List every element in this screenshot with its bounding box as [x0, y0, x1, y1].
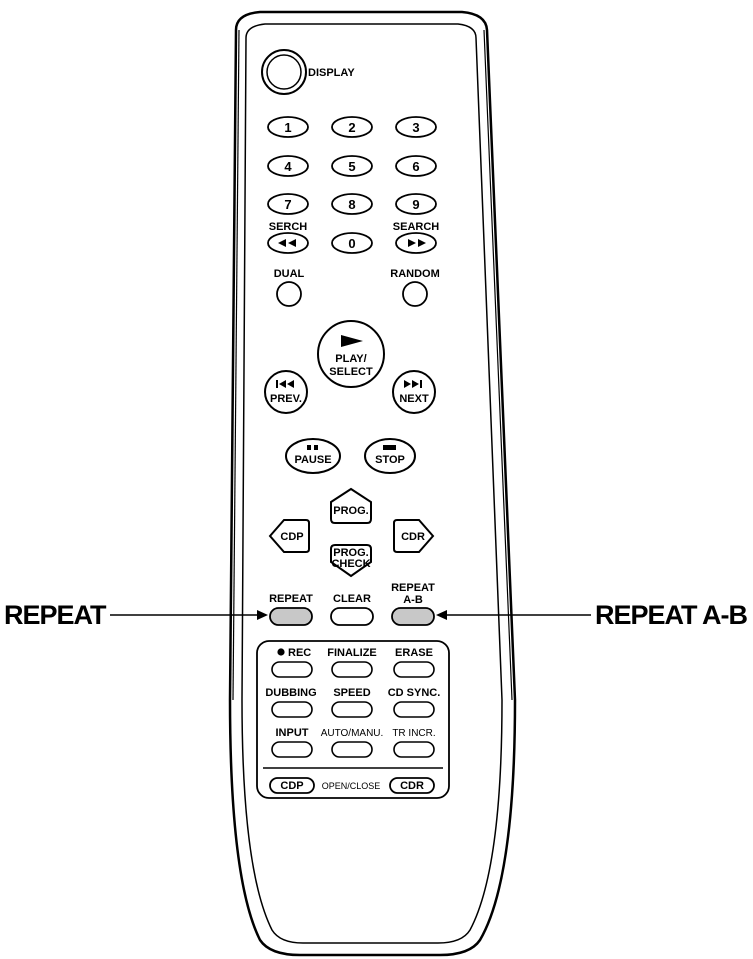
number-label-4: 4 — [284, 159, 292, 174]
cdp-button[interactable] — [268, 519, 310, 553]
prog-label: PROG. — [333, 505, 368, 517]
rec-button[interactable] — [271, 661, 313, 678]
cd-sync-label: CD SYNC. — [388, 687, 441, 699]
dubbing-label: DUBBING — [265, 687, 316, 699]
repeat-ab-button[interactable] — [391, 607, 435, 626]
tr-incr-button[interactable] — [393, 741, 435, 758]
speed-button[interactable] — [331, 701, 373, 718]
input-button[interactable] — [271, 741, 313, 758]
number-label-7: 7 — [284, 197, 291, 212]
play-select-button[interactable] — [317, 320, 385, 388]
number-button-6[interactable] — [395, 155, 437, 177]
number-button-2[interactable] — [331, 116, 373, 138]
prog-check-label-line1: PROG. — [333, 547, 368, 559]
pause-icon — [307, 445, 318, 450]
rewind-icon — [278, 239, 296, 247]
play-label-line2: SELECT — [329, 366, 373, 378]
pause-button[interactable] — [285, 438, 341, 474]
repeat-label: REPEAT — [269, 593, 313, 605]
clear-label: CLEAR — [333, 593, 371, 605]
display-label: DISPLAY — [308, 67, 355, 79]
skip-back-icon — [276, 380, 294, 388]
number-label-1: 1 — [284, 120, 291, 135]
number-pad: 1 2 3 4 5 6 7 8 9 0 — [267, 116, 437, 254]
prog-check-label-line2: CHECK — [331, 558, 370, 570]
search-forward-button[interactable] — [395, 232, 437, 254]
repeat-ab-callout: REPEAT A-B — [595, 600, 748, 630]
prog-check-button[interactable] — [330, 544, 372, 578]
prev-label: PREV. — [270, 393, 302, 405]
dubbing-button[interactable] — [271, 701, 313, 718]
search-back-button[interactable] — [267, 232, 309, 254]
skip-forward-icon — [404, 380, 422, 388]
record-dot-icon — [277, 648, 285, 656]
play-icon — [341, 335, 363, 347]
tr-incr-label: TR INCR. — [392, 728, 435, 739]
speed-label: SPEED — [333, 687, 370, 699]
fast-forward-icon — [408, 239, 426, 247]
prog-button[interactable] — [330, 487, 372, 524]
number-label-0: 0 — [348, 236, 355, 251]
number-button-5[interactable] — [331, 155, 373, 177]
repeat-ab-label-line2: A-B — [403, 594, 423, 606]
next-button[interactable] — [392, 370, 436, 414]
dual-button[interactable] — [276, 281, 302, 307]
number-label-8: 8 — [348, 197, 355, 212]
number-button-7[interactable] — [267, 193, 309, 215]
pause-label: PAUSE — [294, 454, 331, 466]
number-label-3: 3 — [412, 120, 419, 135]
finalize-button[interactable] — [331, 661, 373, 678]
prev-button[interactable] — [264, 370, 308, 414]
input-label: INPUT — [276, 727, 309, 739]
number-button-3[interactable] — [395, 116, 437, 138]
repeat-ab-label-line1: REPEAT — [391, 582, 435, 594]
number-label-5: 5 — [348, 159, 355, 174]
rec-label: REC — [288, 647, 311, 659]
cdr-label: CDR — [401, 531, 425, 543]
stop-button[interactable] — [364, 438, 416, 474]
number-label-9: 9 — [412, 197, 419, 212]
number-button-9[interactable] — [395, 193, 437, 215]
dual-label: DUAL — [274, 268, 305, 280]
open-close-label: OPEN/CLOSE — [322, 781, 381, 791]
repeat-callout-arrow — [110, 610, 268, 620]
finalize-label: FINALIZE — [327, 647, 377, 659]
erase-button[interactable] — [393, 661, 435, 678]
number-label-2: 2 — [348, 120, 355, 135]
auto-manu-button[interactable] — [331, 741, 373, 758]
auto-manu-label: AUTO/MANU. — [321, 728, 384, 739]
search-right-label: SEARCH — [393, 221, 440, 233]
recording-panel — [256, 640, 450, 799]
number-button-8[interactable] — [331, 193, 373, 215]
repeat-callout: REPEAT — [4, 600, 107, 630]
repeat-ab-callout-arrow — [436, 610, 591, 620]
cd-sync-button[interactable] — [393, 701, 435, 718]
next-label: NEXT — [399, 393, 429, 405]
number-button-4[interactable] — [267, 155, 309, 177]
open-cdr-label: CDR — [400, 780, 424, 792]
cdr-button[interactable] — [393, 519, 435, 553]
cdp-open-close-button[interactable] — [269, 777, 315, 794]
repeat-button[interactable] — [269, 607, 313, 626]
random-button[interactable] — [402, 281, 428, 307]
random-label: RANDOM — [390, 268, 440, 280]
erase-label: ERASE — [395, 647, 433, 659]
clear-button[interactable] — [330, 607, 374, 626]
number-label-6: 6 — [412, 159, 419, 174]
cdr-open-close-button[interactable] — [389, 777, 435, 794]
play-label-line1: PLAY/ — [335, 353, 366, 365]
number-button-0[interactable] — [331, 232, 373, 254]
remote-body — [228, 10, 517, 957]
open-cdp-label: CDP — [280, 780, 303, 792]
cdp-label: CDP — [280, 531, 303, 543]
stop-icon — [383, 445, 396, 450]
search-left-label: SERCH — [269, 221, 308, 233]
stop-label: STOP — [375, 454, 405, 466]
display-button[interactable] — [261, 49, 307, 95]
number-button-1[interactable] — [267, 116, 309, 138]
